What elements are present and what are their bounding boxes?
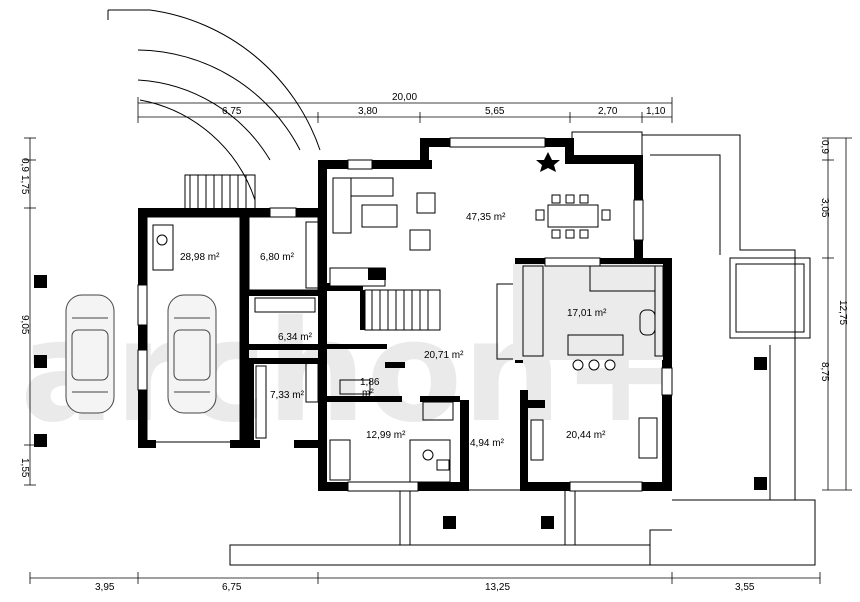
room-area-bedroom: 20,44 m² [566,430,606,441]
bar-stools-icon [572,359,616,371]
columns [34,275,767,529]
room-area-wc: 1,86 [360,377,380,388]
interior-lines [146,216,664,483]
top-dimension-lines [137,97,673,123]
entrance-stairs [107,9,321,211]
windows [137,137,673,492]
desk-icon [422,449,450,471]
bottom-dimension-lines [29,572,821,584]
room-area-office: 12,99 m² [366,430,406,441]
room-area-laundry: 7,33 m² [270,390,305,401]
dim-top-4: 2,70 [598,106,618,117]
dim-left-1: 0,9 [19,158,30,172]
room-area-living: 47,35 m² [466,212,506,223]
dim-bottom-2: 6,75 [222,582,242,593]
fireplace-icon [368,268,386,280]
room-area-wc-unit: m² [362,388,374,399]
room-area-garage: 28,98 m² [180,252,220,263]
dim-bottom-3: 13,25 [485,582,510,593]
bed-sofa-icon [530,417,658,461]
room-area-hall: 20,71 m² [424,350,464,361]
plant-icon [536,152,560,172]
dim-left-4: 1,55 [19,458,30,478]
dim-right-1: 0,9 [819,140,830,154]
sofa-icon [332,177,436,251]
dim-right-3: 8,75 [819,362,830,382]
dim-bottom-1: 3,95 [95,582,115,593]
dim-left-2: 1,75 [19,175,30,195]
room-area-utility: 6,80 m² [260,252,295,263]
dim-top-2: 3,80 [358,106,378,117]
room-area-hall-small: 6,34 m² [278,332,313,343]
right-dimension-lines [822,137,852,491]
dim-top-3: 5,65 [485,106,505,117]
dim-bottom-4: 3,55 [735,582,755,593]
dim-left-3: 9,05 [19,315,30,335]
dim-top-total: 20,00 [392,92,417,103]
left-dimension-lines [24,137,36,486]
terrace-outlines [229,131,816,566]
room-area-kitchen: 17,01 m² [567,308,607,319]
dim-right-2: 3,05 [819,198,830,218]
dim-top-5: 1,10 [646,106,666,117]
garage-workbench-icon [152,224,174,271]
dim-right-total: 12,75 [837,300,848,325]
car-icon [65,294,217,414]
dining-table-icon [535,194,611,239]
room-area-vestibule: 4,94 m² [470,438,505,449]
dim-top-1: 6,75 [222,106,242,117]
